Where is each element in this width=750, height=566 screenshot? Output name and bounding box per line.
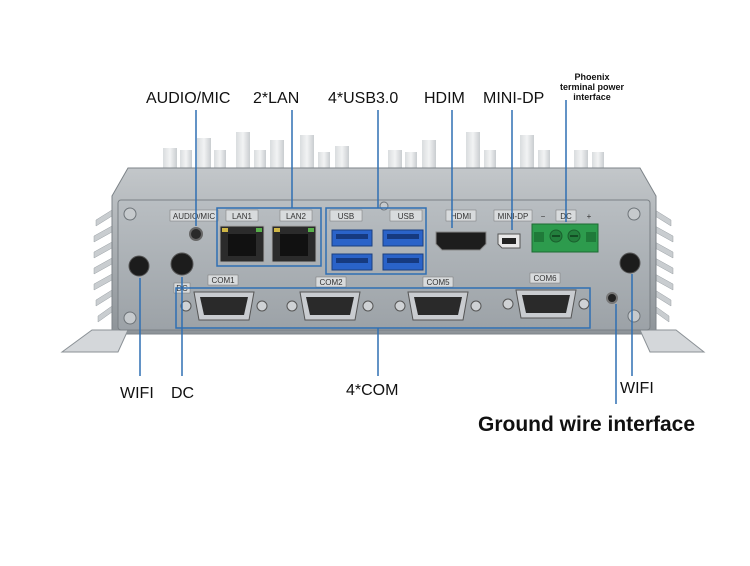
wifi-hole-left: [128, 255, 150, 277]
label-com5: COM5: [426, 278, 450, 287]
label-usb-left: USB: [338, 212, 354, 221]
callout-wifi-left: WIFI: [120, 385, 154, 402]
label-com6: COM6: [533, 274, 557, 283]
callout-hdim: HDIM: [424, 90, 465, 107]
callout-lines: [139, 100, 633, 404]
callout-phoenix: Phoenix terminal power interface: [557, 72, 627, 102]
side-fins-right: [654, 209, 674, 323]
audio-jack: [189, 227, 203, 241]
label-com1: COM1: [211, 276, 235, 285]
lan-port-1: [219, 225, 265, 263]
callout-lan: 2*LAN: [253, 90, 300, 107]
label-minus: −: [541, 212, 546, 221]
callout-ground: Ground wire interface: [478, 413, 696, 436]
dc-hole: [170, 252, 194, 276]
callout-audio-mic: AUDIO/MIC: [146, 90, 231, 107]
label-lan2: LAN2: [286, 212, 307, 221]
label-mini-dp: MINI-DP: [498, 212, 529, 221]
label-plus: +: [587, 212, 592, 221]
mounting-bracket-right: [639, 329, 706, 353]
lan-port-2: [271, 225, 317, 263]
callout-phoenix-line3: interface: [573, 92, 611, 102]
callout-mini-dp: MINI-DP: [483, 90, 545, 107]
label-com2: COM2: [319, 278, 343, 287]
mounting-bracket-left: [60, 329, 129, 353]
label-lan1: LAN1: [232, 212, 253, 221]
callout-com: 4*COM: [346, 382, 399, 399]
phoenix-terminal: [531, 223, 599, 253]
hdmi-port: [435, 231, 487, 251]
ground-screw: [606, 292, 618, 304]
label-hdmi: HDMI: [451, 212, 471, 221]
callout-dc: DC: [171, 385, 195, 402]
side-fins-left: [93, 209, 113, 323]
callout-wifi-right: WIFI: [620, 380, 654, 397]
callout-boxes: [175, 207, 591, 329]
label-audio-mic: AUDIO/MIC: [173, 212, 215, 221]
label-usb-right: USB: [398, 212, 414, 221]
callout-phoenix-line2: terminal power: [559, 82, 624, 92]
callout-usb: 4*USB3.0: [328, 90, 399, 107]
callout-phoenix-line1: Phoenix: [574, 72, 610, 82]
wifi-hole-right: [619, 252, 641, 274]
com-ports: [180, 289, 590, 321]
